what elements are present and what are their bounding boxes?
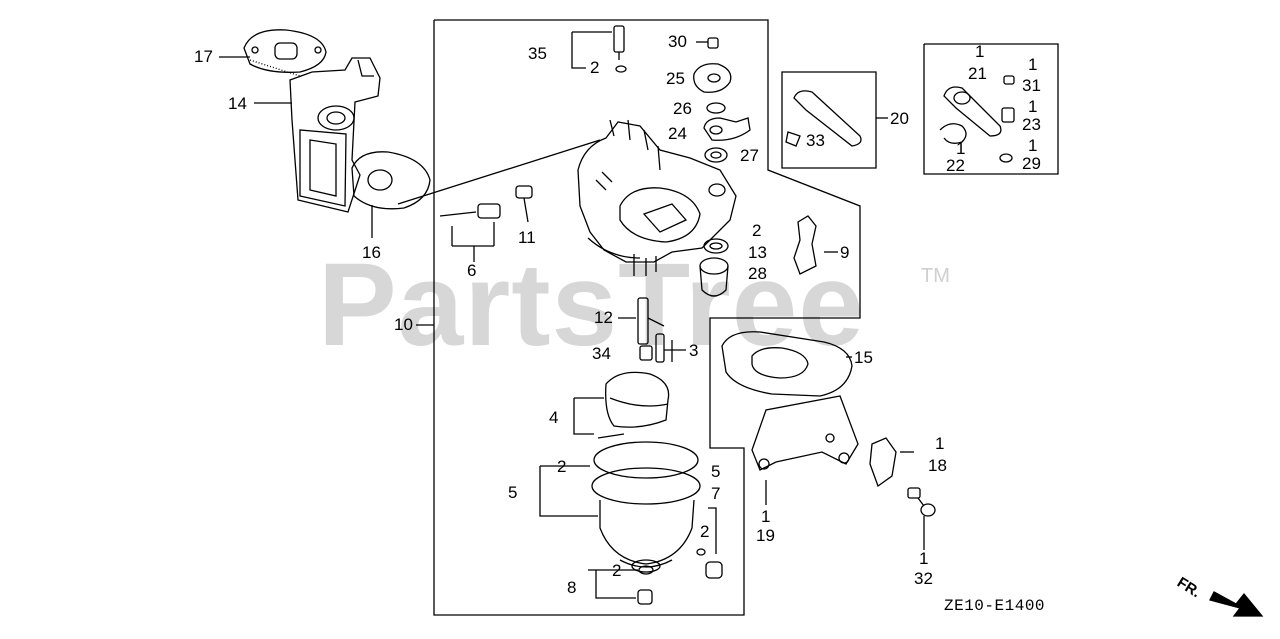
callout-30[interactable]: 30 [668, 32, 687, 51]
main-assembly-boundary [433, 19, 861, 616]
callout-4[interactable]: 4 [549, 408, 559, 427]
bracket-19-drawing [751, 395, 859, 471]
callout-27[interactable]: 27 [740, 146, 759, 165]
callout-33[interactable]: 33 [806, 131, 825, 150]
choke-lever-21-drawing [939, 86, 1002, 144]
screw-11-drawing [515, 185, 533, 223]
needle-12-drawing [637, 297, 665, 345]
callout-qty-22[interactable]: 1 [956, 139, 966, 158]
jet-3-drawing [655, 333, 686, 363]
callout-32[interactable]: 32 [914, 569, 933, 588]
callout-21[interactable]: 21 [968, 64, 987, 83]
callout-15[interactable]: 15 [854, 348, 873, 367]
callout-22[interactable]: 22 [946, 156, 965, 175]
callout-17[interactable]: 17 [194, 47, 213, 66]
callout-2-near-8[interactable]: 2 [612, 561, 622, 580]
washer-26-drawing [706, 102, 726, 114]
callout-8[interactable]: 8 [567, 578, 577, 597]
callout-10[interactable]: 10 [394, 315, 413, 334]
insulator-plate-14-drawing [289, 57, 381, 213]
group-box-20 [781, 71, 877, 169]
callout-7[interactable]: 7 [711, 484, 721, 503]
callout-qty-19[interactable]: 1 [761, 507, 771, 526]
callout-20[interactable]: 20 [890, 109, 909, 128]
bracket-9-drawing [793, 215, 817, 275]
float-4-drawing [597, 371, 670, 439]
callout-qty-18[interactable]: 1 [935, 434, 945, 453]
cup-28-drawing [699, 257, 729, 297]
lever-20-drawing [785, 90, 862, 147]
callout-5[interactable]: 5 [508, 483, 518, 502]
callout-2-near-35[interactable]: 2 [590, 58, 600, 77]
screw-30-drawing [696, 37, 719, 49]
callout-qty-23[interactable]: 1 [1028, 97, 1038, 116]
callout-29[interactable]: 29 [1022, 154, 1041, 173]
callout-25[interactable]: 25 [666, 69, 685, 88]
clip-18-drawing [869, 437, 897, 488]
spring-34-drawing [639, 345, 653, 361]
callout-18[interactable]: 18 [928, 456, 947, 475]
ring-27-drawing [704, 147, 728, 163]
screw-7-drawing [696, 548, 723, 579]
diagram-code: ZE10-E1400 [944, 597, 1046, 615]
gasket-16-drawing [351, 151, 431, 210]
callout-12[interactable]: 12 [594, 308, 613, 327]
callout-2-near-7[interactable]: 2 [700, 522, 710, 541]
callout-23[interactable]: 23 [1022, 115, 1041, 134]
callout-3[interactable]: 3 [689, 341, 699, 360]
gasket-17-drawing [243, 29, 327, 77]
callout-2-near-13[interactable]: 2 [752, 221, 762, 240]
callout-9[interactable]: 9 [840, 243, 850, 262]
drain-8-drawing [637, 565, 654, 605]
callout-34[interactable]: 34 [592, 344, 611, 363]
callout-31[interactable]: 31 [1022, 76, 1041, 95]
cover-25-drawing [693, 63, 732, 93]
kit-box-21-31 [923, 43, 1059, 175]
jet-35-drawing [613, 25, 627, 73]
watermark-text: PartsTree [318, 239, 865, 371]
gasket-15-drawing [721, 331, 853, 397]
callout-11[interactable]: 11 [518, 228, 536, 247]
front-direction-arrow [1209, 591, 1264, 617]
bolt-32-drawing [907, 487, 936, 517]
callout-19[interactable]: 19 [756, 526, 775, 545]
screw-6-drawing [439, 203, 501, 262]
callout-2-near-5[interactable]: 2 [557, 457, 567, 476]
callout-24[interactable]: 24 [668, 124, 687, 143]
callout-qty-21[interactable]: 1 [975, 42, 985, 61]
trademark-mark: TM [921, 265, 950, 287]
callout-5-kit[interactable]: 5 [711, 462, 721, 481]
callout-16[interactable]: 16 [362, 243, 381, 262]
callout-13[interactable]: 13 [748, 243, 767, 262]
callout-35[interactable]: 35 [528, 44, 547, 63]
callout-qty-31[interactable]: 1 [1028, 55, 1038, 74]
carburetor-body-drawing [577, 119, 737, 276]
callout-qty-32[interactable]: 1 [919, 549, 929, 568]
callout-26[interactable]: 26 [673, 99, 692, 118]
o-ring-13-drawing [703, 238, 729, 254]
bowl-5-drawing [591, 441, 701, 573]
valve-24-drawing [703, 117, 751, 141]
callout-28[interactable]: 28 [748, 264, 767, 283]
callout-qty-29[interactable]: 1 [1028, 136, 1038, 155]
callout-14[interactable]: 14 [228, 94, 247, 113]
callout-6[interactable]: 6 [467, 261, 477, 280]
